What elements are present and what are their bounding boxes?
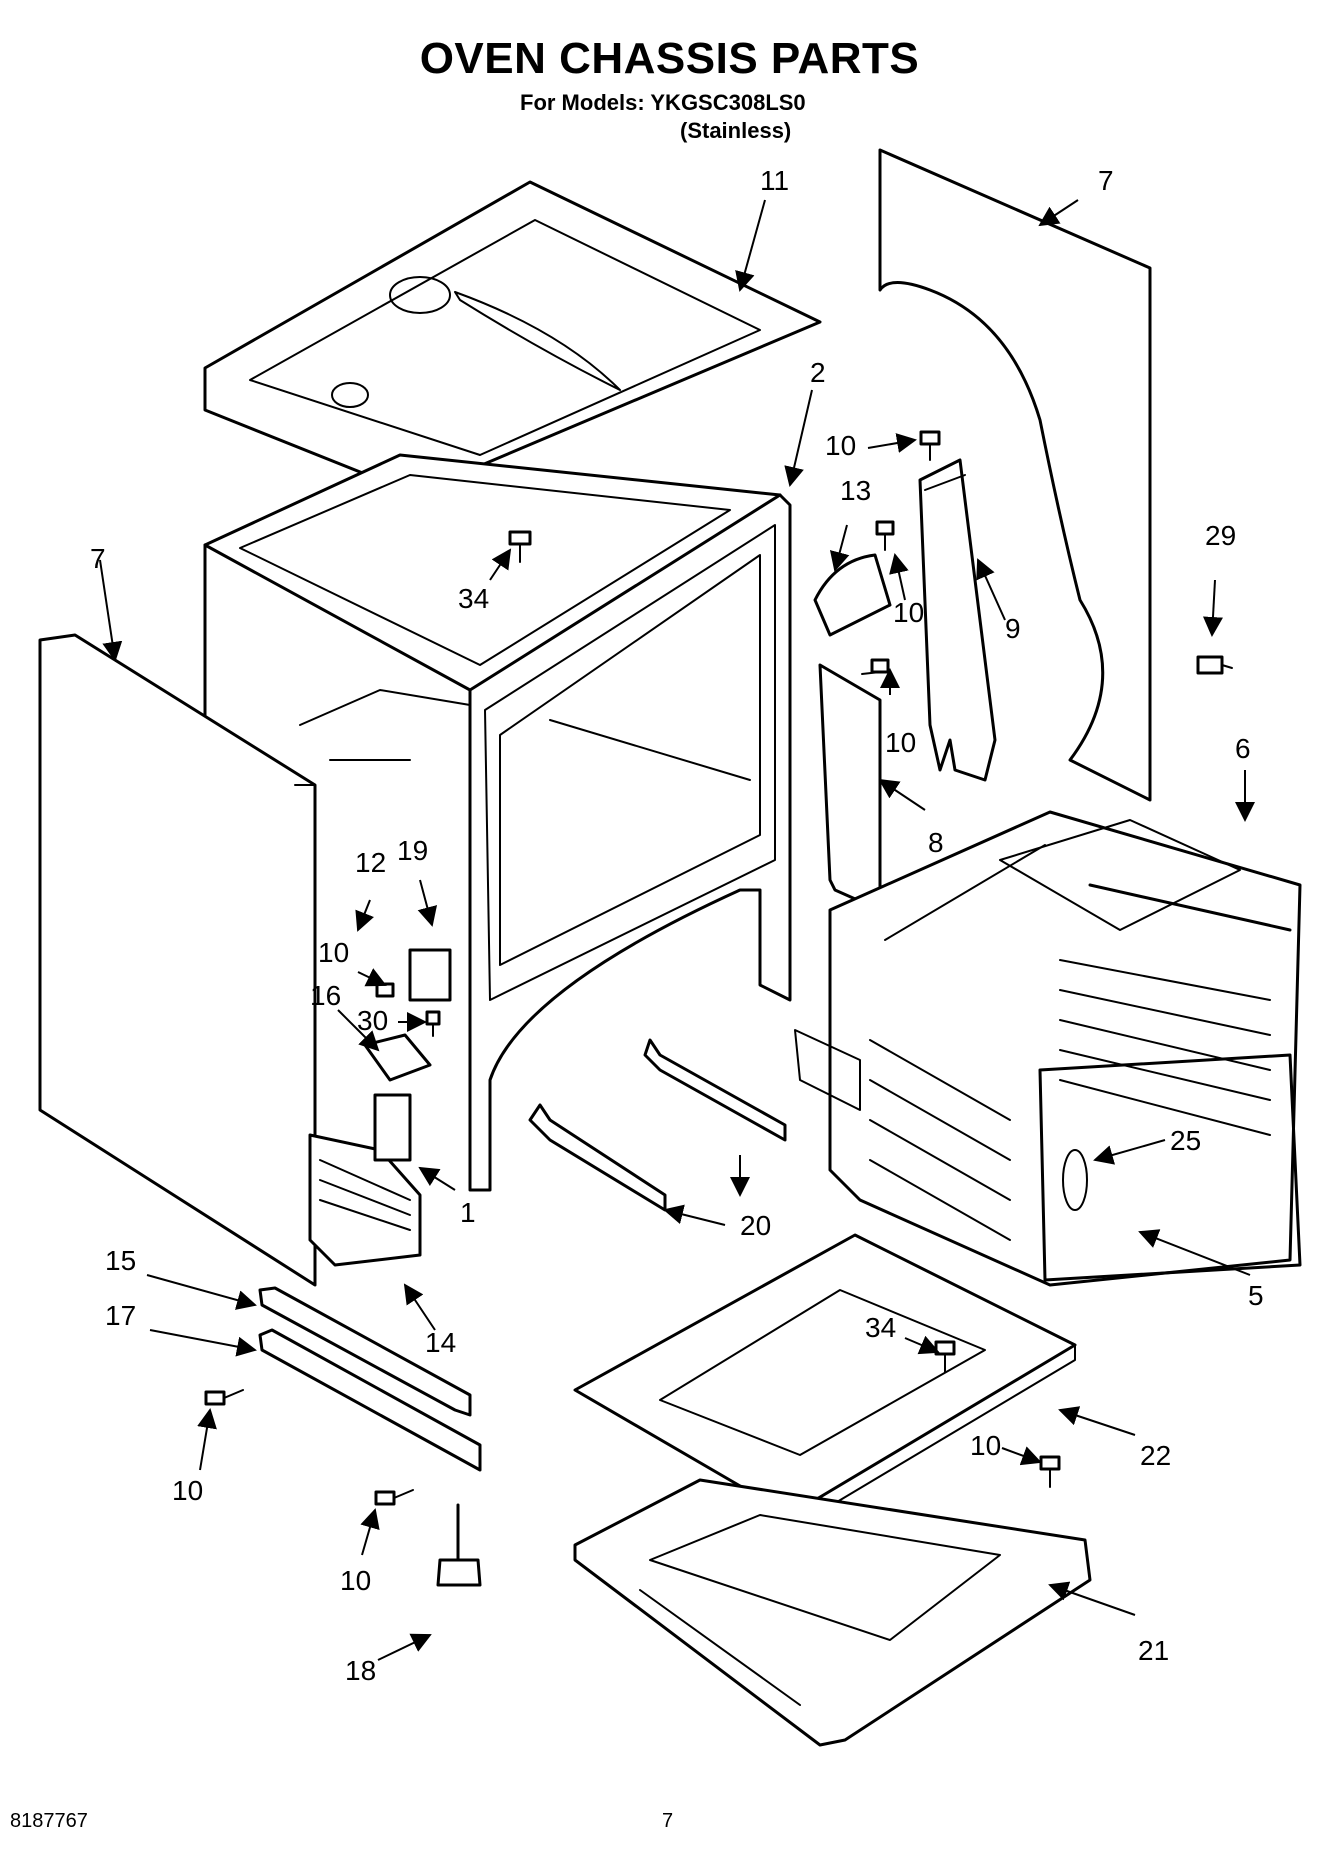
- part-brackets-20: [528, 1038, 787, 1212]
- part-chassis-frame: [203, 453, 792, 1192]
- callout-8: 8: [928, 827, 944, 858]
- callout-34-a: 34: [458, 583, 489, 614]
- callout-12: 12: [355, 847, 386, 878]
- page-number: 7: [662, 1810, 674, 1832]
- part-bottom-panel: [573, 1233, 1077, 1531]
- callout-1: 1: [460, 1197, 476, 1228]
- part-rails-15-17: [258, 1286, 482, 1472]
- callout-10-c: 10: [885, 727, 916, 758]
- page-title: OVEN CHASSIS PARTS: [419, 34, 920, 83]
- callout-7-rear: 7: [1098, 165, 1114, 196]
- callout-19: 19: [397, 835, 428, 866]
- callout-labels: 11 7 2 10 13 29 10 9 34 10 8 6 7 12 19 1…: [90, 165, 1264, 1686]
- callout-5: 5: [1248, 1280, 1264, 1311]
- callout-10-e: 10: [970, 1430, 1001, 1461]
- callout-7-left: 7: [90, 543, 106, 574]
- part-rear-panel: [878, 148, 1152, 802]
- leader-arrows: [99, 199, 1255, 1661]
- part-bracket-9: [918, 458, 997, 782]
- callout-25: 25: [1170, 1125, 1201, 1156]
- callout-34-b: 34: [865, 1312, 896, 1343]
- callout-11: 11: [760, 165, 789, 196]
- callout-16: 16: [310, 980, 341, 1011]
- callout-6: 6: [1235, 733, 1251, 764]
- part-base-pan: [573, 1478, 1092, 1747]
- callout-13: 13: [840, 475, 871, 506]
- callout-17: 17: [105, 1300, 136, 1331]
- part-oven-cavity: [794, 810, 1302, 1287]
- callout-10-f: 10: [172, 1475, 203, 1506]
- part-bracket-13: [813, 553, 892, 637]
- callout-18: 18: [345, 1655, 376, 1686]
- callout-2: 2: [810, 357, 826, 388]
- callout-29: 29: [1205, 520, 1236, 551]
- callout-20: 20: [740, 1210, 771, 1241]
- callout-10-b: 10: [893, 597, 924, 628]
- callout-30: 30: [357, 1005, 388, 1036]
- part-lower-components: [308, 948, 452, 1267]
- callout-22: 22: [1140, 1440, 1171, 1471]
- models-line: For Models: YKGSC308LS0: [520, 90, 806, 115]
- callout-10-d: 10: [318, 937, 349, 968]
- part-strip-8: [818, 663, 882, 912]
- callout-10-g: 10: [340, 1565, 371, 1596]
- callout-9: 9: [1005, 613, 1021, 644]
- callout-15: 15: [105, 1245, 136, 1276]
- callout-14: 14: [425, 1327, 456, 1358]
- part-leveling-leg: [436, 1503, 482, 1587]
- finish-line: (Stainless): [680, 118, 792, 143]
- callout-10-a: 10: [825, 430, 856, 461]
- part-side-panel-left: [38, 633, 317, 1287]
- callout-21: 21: [1138, 1635, 1169, 1666]
- part-top-cover: [203, 180, 822, 512]
- screw-icons: [204, 430, 1233, 1506]
- document-number: 8187767: [10, 1810, 88, 1832]
